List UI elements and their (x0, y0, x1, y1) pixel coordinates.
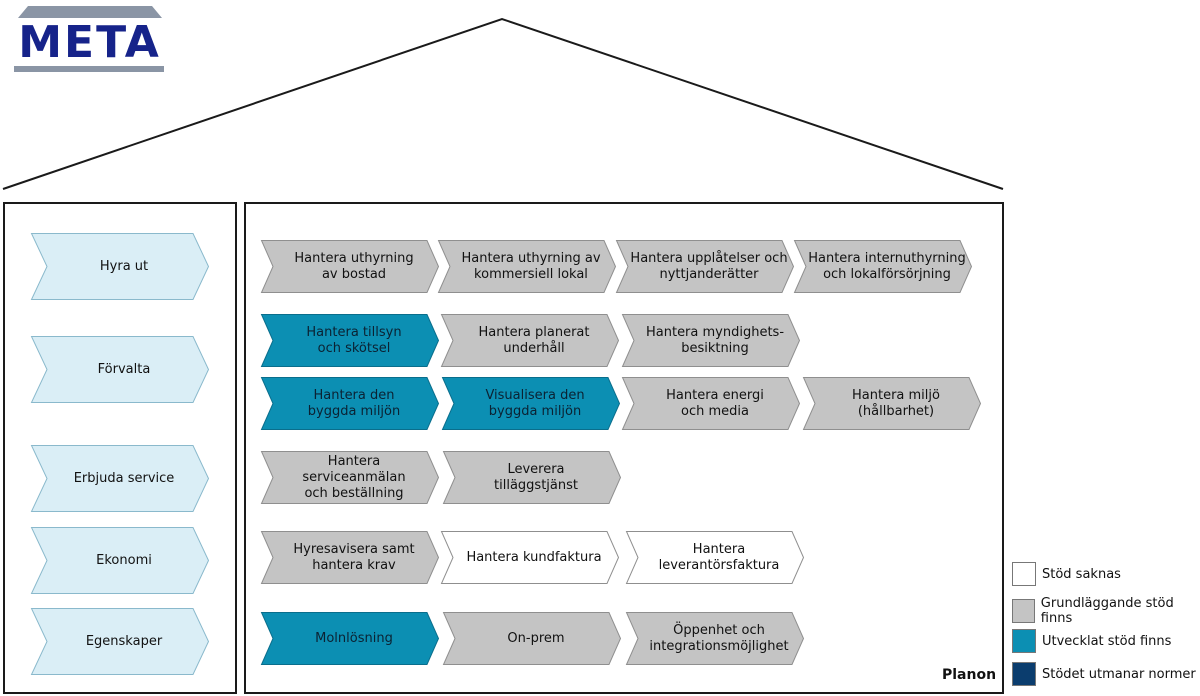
category-chevron: Förvalta (30, 336, 210, 403)
process-chevron: On-prem (442, 612, 622, 665)
category-chevron: Erbjuda service (30, 445, 210, 512)
process-chevron-shape (625, 612, 805, 665)
category-chevron-shape (30, 527, 210, 594)
process-chevron-label: Hantera energi och media (666, 387, 764, 419)
process-chevron-label: Hantera uthyrning av bostad (294, 250, 414, 282)
process-chevron: Öppenhet och integrationsmöjlighet (625, 612, 805, 665)
category-chevron-shape (30, 336, 210, 403)
process-chevron-label: Hantera internuthyrning och lokalförsörj… (808, 250, 966, 282)
process-chevron-label: Hantera den byggda miljön (307, 387, 401, 419)
process-chevron-label: Molnlösning (315, 630, 393, 646)
process-chevron-shape (260, 240, 440, 293)
process-chevron-label: Hantera serviceanmälan och beställning (302, 453, 406, 501)
process-chevron: Hantera tillsyn och skötsel (260, 314, 440, 367)
process-chevron-label: Hantera kundfaktura (466, 549, 602, 565)
legend-swatch (1012, 599, 1035, 623)
category-chevron: Ekonomi (30, 527, 210, 594)
process-chevron-label: Hyresavisera samt hantera krav (293, 541, 415, 573)
legend-label: Grundläggande stöd finns (1040, 596, 1174, 626)
category-chevron-shape (30, 445, 210, 512)
legend-swatch (1012, 629, 1036, 653)
process-chevron-shape (442, 612, 622, 665)
process-chevron-label: Hantera tillsyn och skötsel (306, 324, 402, 356)
process-chevron-label: Hantera planerat underhåll (478, 324, 590, 356)
process-chevron-shape (440, 531, 620, 584)
process-chevron: Hantera leverantörsfaktura (625, 531, 805, 584)
process-chevron: Molnlösning (260, 612, 440, 665)
process-chevron-label: Öppenhet och integrationsmöjlighet (649, 622, 789, 654)
process-chevron-shape (625, 531, 805, 584)
category-chevron-shape (30, 608, 210, 675)
category-chevron-label: Erbjuda service (73, 470, 175, 486)
legend-swatch (1012, 662, 1036, 686)
process-chevron-label: Hantera upplåtelser och nyttjanderätter (630, 250, 788, 282)
planon-label: Planon (942, 667, 997, 683)
process-chevron: Hantera den byggda miljön (260, 377, 440, 430)
process-chevron-label: Hantera leverantörsfaktura (658, 541, 780, 573)
process-chevron: Visualisera den byggda miljön (441, 377, 621, 430)
category-chevron-label: Egenskaper (85, 633, 163, 649)
process-chevron-label: On-prem (507, 630, 565, 646)
legend-item: Stöd saknas (1012, 562, 1121, 586)
process-chevron-shape (441, 377, 621, 430)
process-chevron-shape (260, 531, 440, 584)
legend-label: Stöd saknas (1042, 566, 1121, 582)
category-chevron-shape (30, 233, 210, 300)
process-chevron-shape (793, 240, 973, 293)
process-chevron-label: Visualisera den byggda miljön (485, 387, 585, 419)
process-chevron: Hantera energi och media (621, 377, 801, 430)
category-chevron-label: Hyra ut (99, 258, 149, 274)
process-chevron-shape (621, 377, 801, 430)
category-chevron-label: Ekonomi (96, 552, 152, 568)
process-chevron-shape (621, 314, 801, 367)
process-chevron-shape (442, 451, 622, 504)
process-chevron: Hyresavisera samt hantera krav (260, 531, 440, 584)
process-chevron-label: Hantera uthyrning av kommersiell lokal (461, 250, 601, 282)
house-roof (2, 17, 1004, 190)
process-chevron-shape (615, 240, 795, 293)
category-chevron: Hyra ut (30, 233, 210, 300)
process-chevron: Hantera uthyrning av bostad (260, 240, 440, 293)
process-chevron-label: Hantera miljö (hållbarhet) (852, 387, 940, 419)
process-chevron: Hantera planerat underhåll (440, 314, 620, 367)
meta-logo: META (10, 2, 170, 77)
process-chevron-shape (260, 314, 440, 367)
process-chevron-label: Leverera tilläggstjänst (494, 461, 578, 493)
process-chevron-shape (802, 377, 982, 430)
legend-label: Utvecklat stöd finns (1042, 633, 1172, 649)
legend-item: Grundläggande stöd finns (1012, 596, 1200, 626)
process-chevron-shape (260, 377, 440, 430)
process-chevron-shape (437, 240, 617, 293)
process-chevron-shape (440, 314, 620, 367)
legend-swatch (1012, 562, 1036, 586)
process-chevron: Hantera internuthyrning och lokalförsörj… (793, 240, 973, 293)
legend-item: Stödet utmanar normer (1012, 662, 1196, 686)
meta-logo-text: META (18, 17, 161, 68)
process-chevron-label: Hantera myndighets- besiktning (645, 324, 785, 356)
process-chevron: Hantera myndighets- besiktning (621, 314, 801, 367)
process-chevron-shape (260, 451, 440, 504)
process-chevron: Hantera serviceanmälan och beställning (260, 451, 440, 504)
category-chevron-label: Förvalta (97, 361, 151, 377)
category-chevron: Egenskaper (30, 608, 210, 675)
process-chevron: Hantera uthyrning av kommersiell lokal (437, 240, 617, 293)
process-chevron: Hantera kundfaktura (440, 531, 620, 584)
meta-logo-graphic (14, 6, 164, 72)
process-chevron: Hantera miljö (hållbarhet) (802, 377, 982, 430)
legend-label: Stödet utmanar normer (1042, 666, 1196, 682)
legend-item: Utvecklat stöd finns (1012, 629, 1171, 653)
process-chevron-shape (260, 612, 440, 665)
process-chevron: Leverera tilläggstjänst (442, 451, 622, 504)
process-chevron: Hantera upplåtelser och nyttjanderätter (615, 240, 795, 293)
